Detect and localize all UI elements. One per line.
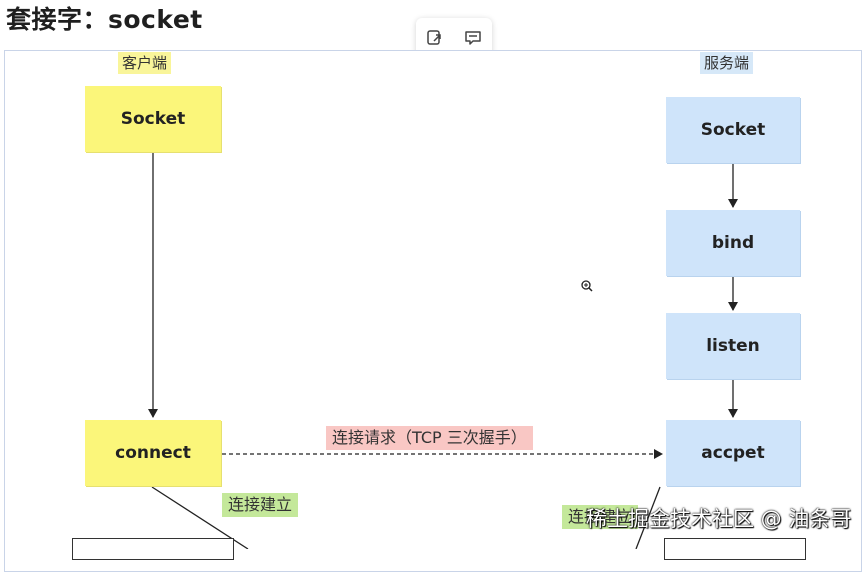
server-accept-node: accpet bbox=[666, 420, 800, 486]
watermark: 稀土掘金技术社区 @ 油条哥 bbox=[586, 507, 852, 531]
zoom-cursor-icon bbox=[581, 280, 593, 292]
page-title: 套接字：socket bbox=[6, 5, 203, 34]
server-socket-node: Socket bbox=[666, 97, 800, 163]
established-label-right: 连接建立 bbox=[562, 505, 639, 529]
client-socket-node: Socket bbox=[85, 86, 221, 152]
connect-request-label: 连接请求（TCP 三次握手） bbox=[326, 426, 533, 450]
comment-button[interactable] bbox=[461, 26, 485, 50]
line-established-right bbox=[635, 486, 661, 549]
server-bottom-box bbox=[664, 538, 806, 560]
client-connect-node: connect bbox=[85, 420, 221, 486]
server-bind-node: bind bbox=[666, 210, 800, 276]
server-listen-node: listen bbox=[666, 313, 800, 379]
link-button[interactable] bbox=[423, 26, 447, 50]
comment-icon bbox=[465, 31, 481, 45]
established-label-left: 连接建立 bbox=[222, 493, 299, 517]
client-bottom-box bbox=[72, 538, 234, 560]
server-label: 服务端 bbox=[700, 52, 754, 74]
link-icon bbox=[427, 30, 441, 45]
client-label: 客户端 bbox=[118, 52, 172, 74]
